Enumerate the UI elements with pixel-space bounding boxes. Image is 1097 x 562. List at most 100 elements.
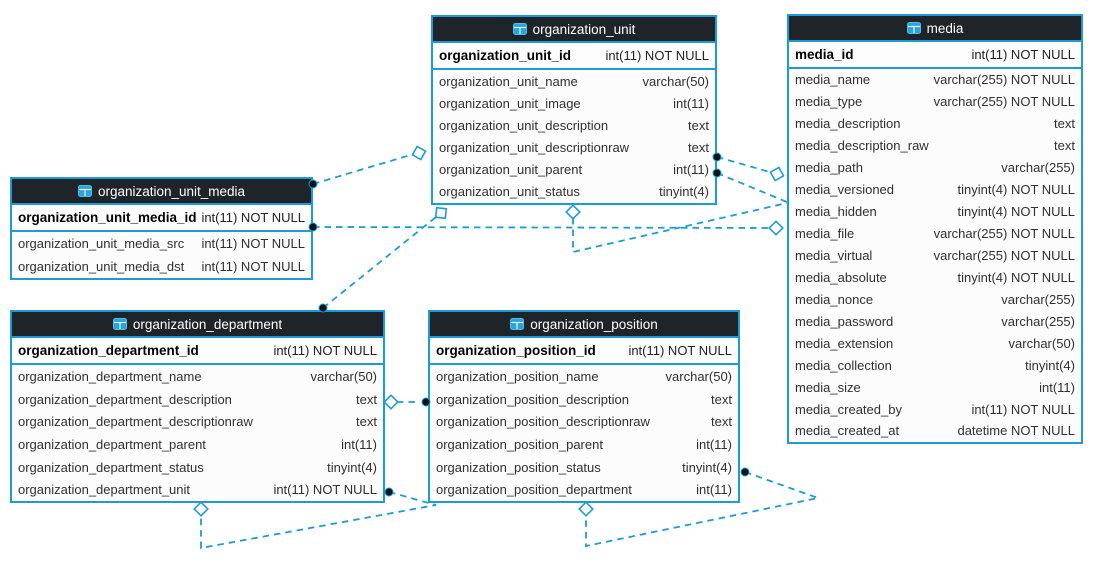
column-name: organization_department_descriptionraw [18, 414, 253, 430]
column-type: text [711, 414, 732, 430]
column-type: int(11) NOT NULL [628, 343, 732, 358]
rel-unit-media-1[interactable] [712, 152, 785, 182]
column-name: media_size [795, 379, 861, 395]
column-row[interactable]: organization_department_parent int(11) [12, 433, 383, 456]
column-name: organization_unit_media_src [18, 236, 185, 251]
column-name: organization_position_description [436, 391, 629, 407]
column-name: media_id [795, 47, 854, 62]
column-name: media_description_raw [795, 138, 929, 154]
column-type: int(11) [673, 162, 709, 178]
column-type: datetime NOT NULL [957, 423, 1075, 439]
column-type: int(11) [341, 436, 377, 452]
column-row[interactable]: media_collection tinyint(4) [789, 354, 1081, 376]
table-organization_department[interactable]: organization_department organization_depa… [10, 310, 385, 503]
column-name: media_type [795, 94, 863, 110]
column-type: tinyint(4) NOT NULL [957, 182, 1075, 198]
column-row[interactable]: media_versioned tinyint(4) NOT NULL [789, 179, 1081, 201]
table-title: organization_department [132, 316, 283, 332]
relationship-endpoint-diamond [193, 501, 209, 517]
column-type: varchar(255) NOT NULL [933, 72, 1075, 88]
column-name: organization_unit_name [439, 73, 578, 89]
column-name: media_created_by [795, 401, 902, 417]
column-name: organization_position_department [436, 482, 632, 498]
column-name: media_versioned [795, 182, 895, 198]
primary-key-row[interactable]: organization_unit_media_id int(11) NOT NU… [12, 205, 311, 232]
table-header-organization_department[interactable]: organization_department [12, 312, 383, 338]
column-row[interactable]: organization_position_descriptionraw text [430, 410, 738, 433]
table-header-organization_unit[interactable]: organization_unit [433, 17, 715, 43]
relationship-endpoint-diamond [434, 206, 448, 220]
column-type: tinyint(4) NOT NULL [957, 269, 1075, 285]
rel-unit-media-2[interactable] [712, 168, 788, 203]
table-grid-icon [510, 318, 525, 330]
table-grid-icon [906, 22, 921, 34]
column-name: organization_position_parent [436, 436, 603, 452]
relationship-endpoint-circle [384, 487, 394, 497]
column-type: int(11) NOT NULL [605, 48, 709, 63]
column-type: int(11) NOT NULL [971, 47, 1075, 62]
relationship-endpoint-diamond [578, 501, 594, 517]
table-header-media[interactable]: media [789, 16, 1081, 42]
rel-unitmedia-media[interactable] [308, 220, 785, 236]
column-name: organization_department_parent [18, 436, 206, 452]
column-name: organization_unit_status [439, 184, 580, 200]
column-name: organization_unit_media_id [18, 210, 197, 225]
rel-unit-media-3[interactable] [565, 202, 788, 254]
column-type: int(11) NOT NULL [201, 210, 305, 225]
column-type: int(11) NOT NULL [273, 482, 377, 498]
rel-department-unit[interactable] [318, 206, 448, 313]
rel-position-department[interactable] [383, 394, 431, 410]
column-name: media_collection [795, 357, 892, 373]
primary-key-row[interactable]: media_id int(11) NOT NULL [789, 42, 1081, 69]
column-name: media_extension [795, 335, 894, 351]
column-name: media_description [795, 116, 901, 132]
rel-unitmedia-unit[interactable] [308, 145, 427, 189]
table-header-organization_position[interactable]: organization_position [430, 312, 738, 338]
table-header-organization_unit_media[interactable]: organization_unit_media [12, 179, 311, 205]
column-name: organization_position_descriptionraw [436, 414, 650, 430]
column-type: tinyint(4) [1025, 357, 1075, 373]
table-grid-icon [77, 185, 92, 197]
